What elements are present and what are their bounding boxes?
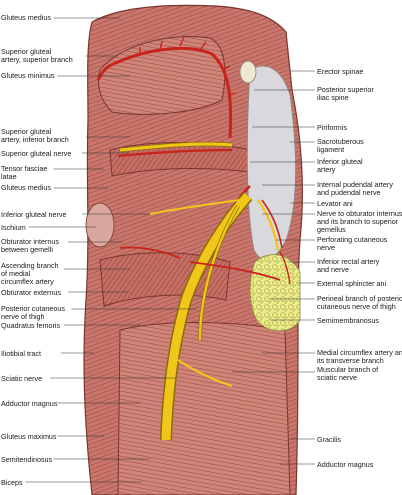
internal-pudendal-artery <box>261 199 283 249</box>
label-biceps: Biceps <box>1 478 23 487</box>
label-semimembranosus: Semimembranosus <box>317 316 379 325</box>
label-sup-gluteal-nerve: Superior gluteal nerve <box>1 149 72 158</box>
label-int-pudendal: Internal pudendal artery and pudendal ne… <box>317 180 393 197</box>
label-levator-ani: Levator ani <box>317 199 353 208</box>
label-post-cut-nerve: Posterior cutaneous nerve of thigh <box>1 304 65 321</box>
label-quadratus-femoris: Quadratus femoris <box>1 321 61 330</box>
label-gluteus-maximus: Gluteus maximus <box>1 432 57 441</box>
superior-gluteal-artery-inferior-branch <box>117 148 233 158</box>
label-inf-gluteal-nerve: Inferior gluteal nerve <box>1 210 67 219</box>
superior-gluteal-nerve-fill <box>119 142 233 152</box>
label-obturator-externus: Obturator externus <box>1 288 61 297</box>
label-psis: Posterior superior iliac spine <box>317 85 374 102</box>
inferior-gluteal-nerve <box>149 199 241 215</box>
label-semitendinosus: Semitendinosus <box>1 455 53 464</box>
label-ext-sphincter: External sphincter ani <box>317 279 387 288</box>
superior-gluteal-artery-twigs <box>139 36 237 96</box>
psis-bone <box>239 60 257 84</box>
label-piriformis: Piriformis <box>317 123 347 132</box>
label-gracilis: Gracilis <box>317 435 341 444</box>
label-inf-rectal: Inferior rectal artery and nerve <box>317 257 380 274</box>
label-perforating-cut: Perforating cutaneous nerve <box>317 235 388 252</box>
label-adductor-magnus-right: Adductor magnus <box>317 460 374 469</box>
muscular-branch-sciatic <box>177 359 233 387</box>
pudendal-nerve <box>257 199 280 251</box>
label-ischium: Ischium <box>1 223 26 232</box>
label-adductor-magnus-left: Adductor magnus <box>1 399 58 408</box>
posterior-cutaneous-nerve-fill <box>198 205 240 341</box>
label-tensor-fasciae-latae: Tensor fasciae latae <box>1 164 48 181</box>
label-erector-spinae: Erector spinae <box>317 67 364 76</box>
label-muscular-branch: Muscular branch of sciatic nerve <box>317 365 379 382</box>
label-inf-gluteal-artery: Inferior gluteal artery <box>317 157 363 174</box>
label-sup-gluteal-artery-inf: Superior gluteal artery, inferior branch <box>1 127 69 144</box>
label-obturator-internus: Obturator internus between gemelli <box>1 237 59 254</box>
label-gluteus-minimus: Gluteus minimus <box>1 71 55 80</box>
label-gluteus-medius-mid: Gluteus medius <box>1 183 51 192</box>
label-sup-gluteal-artery-sup: Superior gluteal artery, superior branch <box>1 47 73 64</box>
inferior-rectal-artery <box>279 251 291 285</box>
label-nerve-obt-int: Nerve to obturator internus and its bran… <box>317 209 402 234</box>
label-medial-circumflex: Medial circumflex artery and its transve… <box>317 348 402 365</box>
label-sciatic-nerve: Sciatic nerve <box>1 374 43 383</box>
label-gluteus-medius-top: Gluteus medius <box>1 13 51 22</box>
label-iliotibial-tract: Iliotibial tract <box>1 349 41 358</box>
medial-circumflex-artery <box>119 246 281 281</box>
superior-gluteal-artery-superior-branch <box>96 46 233 139</box>
label-ascending-branch: Ascending branch of medial circumflex ar… <box>1 261 59 286</box>
label-sacrotuberous: Sacrotuberous ligament <box>317 137 364 154</box>
label-perineal-branch: Perineal branch of posterior cutaneous n… <box>317 294 402 311</box>
